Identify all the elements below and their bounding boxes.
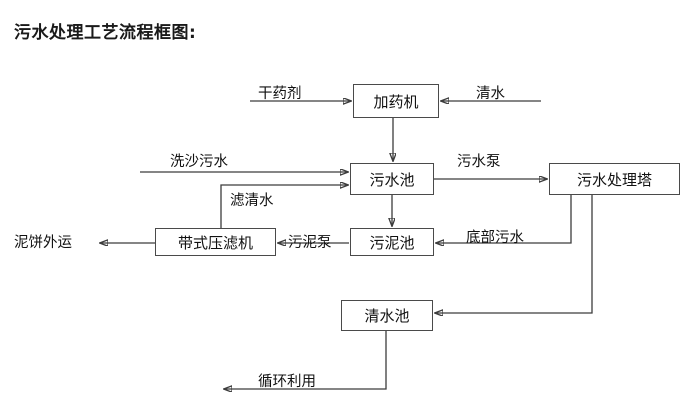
node-label: 带式压滤机	[177, 233, 253, 252]
wire-tower-to-sludge-pool	[436, 195, 572, 243]
node-dosing-machine[interactable]: 加药机	[353, 84, 439, 118]
node-label: 清水池	[364, 307, 410, 325]
wire-beltfilter-to-sewage-pool	[220, 185, 348, 228]
node-treatment-tower[interactable]: 污水处理塔	[549, 163, 680, 195]
edge-label-sewage-pump: 污水泵	[457, 154, 501, 170]
node-label: 污泥池	[369, 233, 415, 252]
edge-label-dry-chemical: 干药剂	[258, 86, 302, 102]
node-sewage-pool[interactable]: 污水池	[350, 163, 434, 195]
node-label: 污水处理塔	[576, 170, 652, 189]
edge-label-clean-water: 清水	[476, 86, 505, 102]
node-clear-water-pool[interactable]: 清水池	[341, 300, 433, 331]
page-title: 污水处理工艺流程框图:	[14, 23, 197, 43]
node-label: 污水池	[369, 170, 415, 189]
edge-label-recycle-reuse: 循环利用	[258, 374, 316, 390]
wire-clear-water-pool-to-recycle	[224, 331, 387, 389]
edge-label-filtered-clear-water: 滤清水	[230, 193, 274, 209]
edge-label-mud-cake-transport: 泥饼外运	[14, 235, 72, 251]
edge-label-sand-wash-sewage: 洗沙污水	[170, 154, 228, 170]
edge-label-sludge-pump: 污泥泵	[288, 235, 332, 251]
node-belt-filter-press[interactable]: 带式压滤机	[155, 228, 276, 256]
edge-label-bottom-sewage: 底部污水	[466, 230, 524, 246]
wire-tower-to-clear-water-pool	[435, 195, 593, 313]
node-sludge-pool[interactable]: 污泥池	[350, 228, 434, 256]
node-label: 加药机	[373, 92, 419, 111]
